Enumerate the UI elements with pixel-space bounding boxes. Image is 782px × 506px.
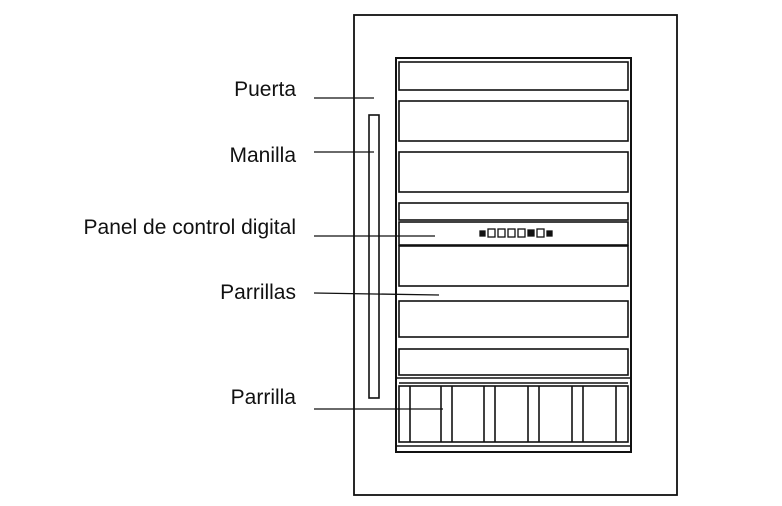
shelf — [398, 202, 629, 221]
shelf — [398, 100, 629, 142]
label-handle: Manilla — [229, 144, 296, 167]
shelf — [398, 348, 629, 376]
control-panel-band — [398, 221, 629, 246]
button-icon — [546, 230, 553, 237]
bottom-rack — [396, 377, 631, 447]
handle — [368, 114, 380, 399]
button-icon — [536, 228, 545, 238]
cabinet-interior — [395, 57, 632, 453]
label-bottom-shelf: Parrilla — [231, 386, 297, 409]
label-door: Puerta — [234, 78, 296, 101]
button-icon — [517, 228, 526, 238]
label-shelves: Parrillas — [220, 281, 296, 304]
shelf — [398, 61, 629, 91]
control-panel-buttons — [479, 228, 553, 238]
button-icon — [479, 230, 486, 237]
button-icon — [507, 228, 516, 238]
label-control-panel: Panel de control digital — [84, 216, 296, 239]
shelves — [398, 61, 629, 376]
door-frame — [353, 14, 678, 496]
leader-lines — [313, 97, 443, 410]
button-icon — [487, 228, 496, 238]
button-icon — [497, 228, 506, 238]
shelf — [398, 151, 629, 193]
button-icon — [527, 229, 535, 237]
shelf — [398, 245, 629, 287]
shelf — [398, 300, 629, 338]
leader-shelves — [313, 292, 440, 296]
